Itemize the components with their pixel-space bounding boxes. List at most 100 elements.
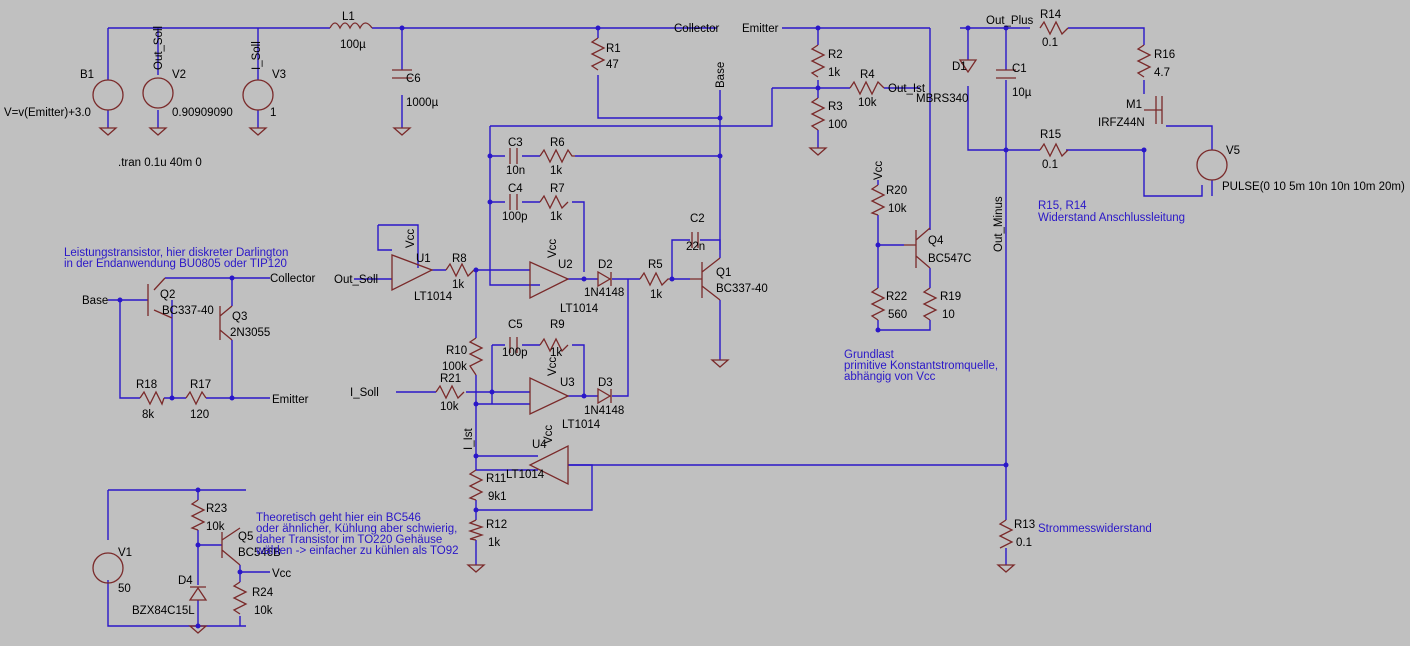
r13-resistor-icon: [998, 519, 1014, 549]
q2-transistor-icon: [147, 277, 173, 319]
v2-net-label: Out_Soll: [153, 26, 165, 70]
r8-resistor-icon: [445, 262, 475, 278]
r12-resistor-icon: [467, 519, 485, 541]
u2-opamp-icon: [529, 260, 570, 300]
v3-label: V3: [272, 69, 286, 81]
r21-value: 10k: [440, 401, 459, 413]
d2-value: 1N4148: [584, 287, 624, 299]
q3-label: Q3: [232, 311, 247, 323]
r22-label: R22: [886, 291, 907, 303]
r2-value: 1k: [828, 67, 840, 79]
r3-resistor-icon: [810, 97, 826, 131]
components: [92, 20, 1228, 634]
theoretisch-note-3: daher Transistor im TO220 Gehäuse: [256, 534, 442, 546]
c4-capacitor-icon: [509, 194, 518, 210]
r19-resistor-icon: [922, 287, 938, 321]
r19-value: 10: [942, 309, 955, 321]
v2-label: V2: [172, 69, 186, 81]
m1-label: M1: [1126, 99, 1142, 111]
u3-value: LT1014: [562, 419, 601, 431]
r11-value: 9k1: [488, 491, 507, 503]
b1-label: B1: [80, 69, 94, 81]
v3-net-label: I_Soll: [251, 41, 263, 70]
labels: B1 V=v(Emitter)+3.0 V2 0.90909090 V3 1 O…: [4, 9, 1405, 617]
q5-transistor-icon: [221, 527, 241, 566]
d3-diode-icon: [597, 387, 612, 405]
base-net-label: Base: [715, 62, 727, 88]
r17-label: R17: [190, 379, 211, 391]
d1-value: MBRS340: [916, 93, 968, 105]
r12-value: 1k: [488, 537, 500, 549]
c2-capacitor-icon: [691, 232, 699, 248]
d1-diode-icon: [958, 59, 978, 74]
r6-value: 1k: [550, 165, 562, 177]
c6-capacitor-icon: [392, 69, 412, 79]
c6-label: C6: [406, 73, 421, 85]
grundlast-note: Grundlast: [844, 349, 895, 361]
u3-vcc-label: Vcc: [547, 357, 559, 376]
c3-capacitor-icon: [509, 148, 518, 164]
tran-directive: .tran 0.1u 40m 0: [118, 157, 202, 169]
r20-label: R20: [886, 185, 907, 197]
d4-label: D4: [178, 575, 193, 587]
r15-value: 0.1: [1042, 159, 1058, 171]
r19-label: R19: [940, 291, 961, 303]
d2-diode-icon: [597, 270, 612, 288]
r18-value: 8k: [142, 409, 154, 421]
out-minus-net-label: Out_Minus: [993, 196, 1005, 252]
u4-vcc-label: Vcc: [543, 425, 555, 444]
c2-value: 22n: [686, 241, 705, 253]
r21-resistor-icon: [435, 384, 465, 400]
u4-value: LT1014: [506, 469, 545, 481]
c1-value: 10µ: [1012, 87, 1032, 99]
q1-value: BC337-40: [716, 283, 768, 295]
leitung-note: Widerstand Anschlussleitung: [1038, 212, 1185, 224]
r7-resistor-icon: [539, 194, 569, 210]
r1-label: R1: [606, 43, 621, 55]
u1-value: LT1014: [414, 291, 453, 303]
r16-value: 4.7: [1154, 67, 1170, 79]
out-ist-net-label: Out_Ist: [888, 83, 926, 95]
r3-value: 100: [828, 119, 847, 131]
r9-label: R9: [550, 319, 565, 331]
r4-resistor-icon: [849, 80, 885, 96]
v3-value: 1: [270, 107, 276, 119]
l1-inductor-icon: [329, 22, 373, 30]
r8-label: R8: [452, 253, 467, 265]
emitter-net-label: Emitter: [742, 23, 779, 35]
r13-value: 0.1: [1016, 537, 1032, 549]
r1-value: 47: [606, 59, 619, 71]
l1-label: L1: [342, 11, 355, 23]
q1-transistor-icon: [690, 257, 721, 301]
q3-value: 2N3055: [230, 327, 270, 339]
r20-resistor-icon: [870, 184, 886, 216]
d2-label: D2: [598, 259, 613, 271]
collector-net-label: Collector: [674, 23, 720, 35]
u2-vcc-label: Vcc: [547, 239, 559, 258]
c4-label: C4: [508, 183, 523, 195]
q5-value: BC546B: [238, 547, 281, 559]
c3-value: 10n: [506, 165, 525, 177]
emitter-net-label-2: Emitter: [272, 394, 309, 406]
c1-capacitor-icon: [996, 69, 1016, 79]
v5-value: PULSE(0 10 5m 10n 10n 10m 20m): [1222, 181, 1405, 193]
collector-net-label-2: Collector: [270, 273, 316, 285]
u3-opamp-icon: [529, 376, 570, 416]
d3-label: D3: [598, 377, 613, 389]
r5-label: R5: [648, 259, 663, 271]
m1-mosfet-icon: [1144, 96, 1163, 124]
r5-resistor-icon: [639, 271, 670, 287]
u1-vcc-label: Vcc: [405, 229, 417, 248]
v5-source-icon: [1196, 149, 1228, 181]
r20-vcc-label: Vcc: [873, 161, 885, 180]
q4-transistor-icon: [904, 227, 931, 269]
ground-icon: [98, 127, 1016, 634]
r12-label: R12: [486, 519, 507, 531]
m1-value: IRFZ44N: [1098, 117, 1145, 129]
q3-transistor-icon: [219, 305, 233, 341]
r9-value: 1k: [550, 347, 562, 359]
r4-label: R4: [860, 69, 875, 81]
u4-opamp-icon: [528, 444, 569, 486]
konstantstrom-note: primitive Konstantstromquelle,: [844, 360, 998, 372]
